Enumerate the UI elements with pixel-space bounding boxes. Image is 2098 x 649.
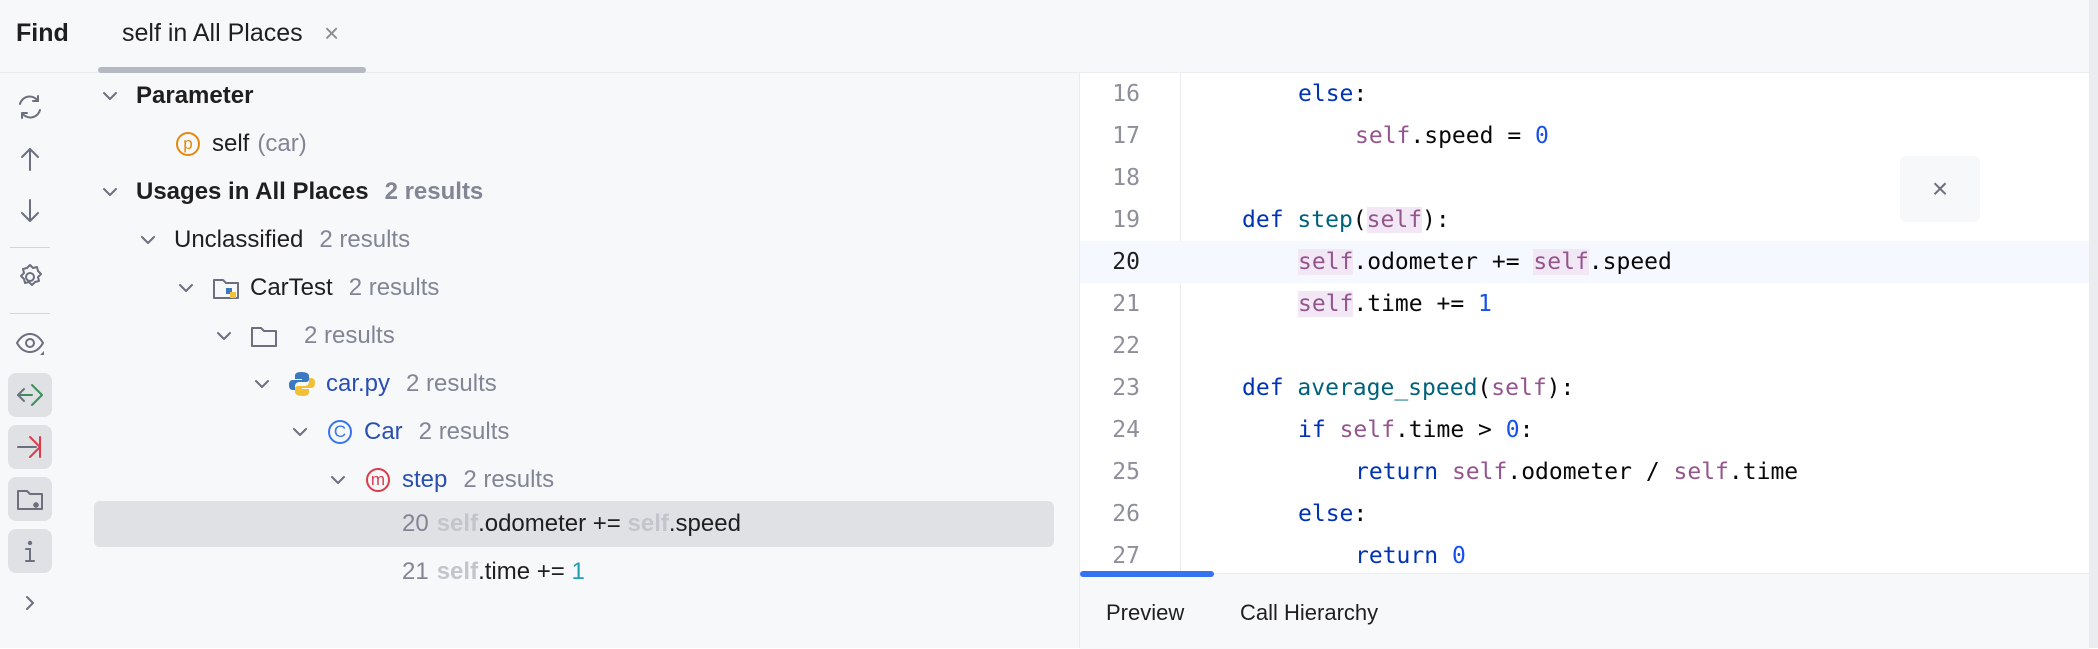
class-icon: C	[326, 418, 354, 446]
results-count: 2 results	[304, 322, 395, 349]
results-tree: Parameter p self (car) Usages in All Pla…	[60, 73, 1079, 648]
find-panel-title: Find	[16, 19, 69, 47]
preview-bottom-tabs: Preview Call Hierarchy	[1080, 573, 2089, 649]
vertical-scrollbar[interactable]	[2089, 0, 2098, 648]
tree-node-step-method[interactable]: m step 2 results	[328, 457, 554, 503]
tree-node-self-parameter[interactable]: p self (car)	[174, 121, 307, 167]
info-icon[interactable]	[8, 529, 52, 573]
tree-node-unclassified[interactable]: Unclassified 2 results	[138, 217, 410, 263]
chevron-down-icon[interactable]	[100, 182, 120, 202]
tree-node-parameter[interactable]: Parameter	[100, 73, 253, 119]
tree-node-usages[interactable]: Usages in All Places 2 results	[100, 169, 483, 215]
tab-call-hierarchy[interactable]: Call Hierarchy	[1240, 600, 1379, 625]
parameter-context: (car)	[257, 130, 307, 157]
usage-code: .odometer +=	[478, 510, 628, 537]
usage-number: 1	[571, 558, 585, 585]
previous-occurrence-icon[interactable]	[8, 137, 52, 181]
close-preview-popup-icon[interactable]: ×	[1900, 156, 1980, 222]
node-label: Car	[364, 418, 403, 445]
code-line: 22	[1112, 333, 1140, 359]
chevron-down-icon[interactable]	[138, 230, 158, 250]
toolbar-separator	[10, 313, 50, 314]
results-count: 2 results	[348, 274, 440, 301]
preview-icon[interactable]	[8, 321, 52, 365]
tab-close-icon[interactable]: ×	[324, 18, 340, 48]
usage-line-number: 21	[402, 558, 429, 585]
tree-node-car-class[interactable]: C Car 2 results	[290, 409, 509, 455]
code-line: 18	[1112, 165, 1140, 191]
group-by-directory-icon[interactable]	[8, 477, 52, 521]
line-gutter	[1080, 73, 1181, 573]
usage-code: .time +=	[478, 558, 572, 585]
chevron-down-icon[interactable]	[214, 326, 234, 346]
tree-node-folder[interactable]: 2 results	[214, 313, 395, 359]
navigate-to-source-icon[interactable]	[8, 373, 52, 417]
tab-self-in-all-places[interactable]: self in All Places ×	[98, 0, 366, 73]
splitter[interactable]	[1079, 73, 1080, 648]
node-label: CarTest	[250, 274, 333, 301]
usage-line-number: 20	[402, 510, 429, 537]
usage-code: .speed	[668, 510, 741, 537]
rerun-icon[interactable]	[8, 85, 52, 129]
node-label: Unclassified	[174, 226, 304, 253]
usage-row-line-20[interactable]: 20 self.odometer += self.speed	[402, 501, 741, 547]
selected-row-highlight	[94, 501, 1054, 547]
folder-icon	[250, 322, 278, 350]
group-label: Parameter	[136, 82, 254, 109]
results-count: 2 results	[463, 466, 555, 493]
chevron-down-icon[interactable]	[328, 470, 348, 490]
python-module-folder-icon	[212, 274, 240, 302]
usage-row-line-21[interactable]: 21 self.time += 1	[402, 549, 585, 595]
usage-self-keyword: self	[436, 510, 479, 537]
node-label: car.py	[326, 370, 391, 397]
settings-icon[interactable]	[8, 255, 52, 299]
horizontal-scrollbar-thumb[interactable]	[1080, 571, 1214, 577]
method-icon: m	[364, 466, 392, 494]
tab-title: self in All Places	[122, 19, 303, 47]
toolbar-separator	[10, 247, 50, 248]
group-label: Usages in All Places	[136, 178, 369, 205]
chevron-down-icon[interactable]	[100, 86, 120, 106]
node-label: step	[402, 466, 448, 493]
tree-node-car-py[interactable]: car.py 2 results	[252, 361, 497, 407]
results-count: 2 results	[319, 226, 411, 253]
parameter-icon: p	[174, 130, 202, 158]
results-count: 2 results	[418, 418, 510, 445]
results-count: 2 results	[384, 178, 484, 205]
chevron-down-icon[interactable]	[176, 278, 196, 298]
expand-panel-icon[interactable]	[8, 581, 52, 625]
export-icon[interactable]	[8, 425, 52, 469]
python-file-icon	[288, 370, 316, 398]
next-occurrence-icon[interactable]	[8, 189, 52, 233]
tab-preview[interactable]: Preview	[1106, 600, 1185, 625]
chevron-down-icon[interactable]	[252, 374, 272, 394]
tab-active-underline	[98, 67, 366, 73]
parameter-name: self	[212, 130, 250, 157]
results-count: 2 results	[406, 370, 497, 397]
chevron-down-icon[interactable]	[290, 422, 310, 442]
find-tool-window-header: Find self in All Places ×	[0, 0, 2090, 73]
usage-self-keyword: self	[627, 510, 669, 537]
tree-node-cartest[interactable]: CarTest 2 results	[176, 265, 439, 311]
usage-self-keyword: self	[436, 558, 479, 585]
left-toolbar	[0, 73, 60, 648]
